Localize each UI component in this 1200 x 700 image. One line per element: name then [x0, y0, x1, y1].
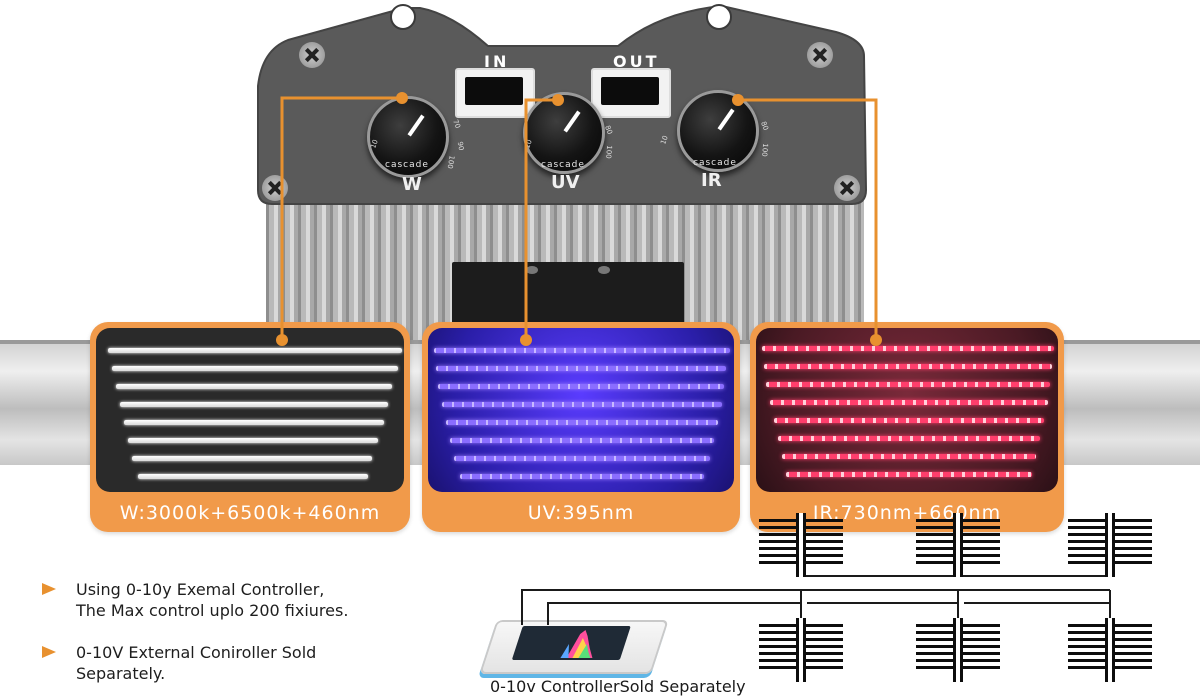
white-light-photo: [96, 328, 404, 492]
controller-screen: [511, 626, 631, 660]
uv-light-photo: [428, 328, 734, 492]
knob-sub-label: cascade: [541, 160, 585, 170]
note-sold-separately: 0-10V External Coniroller Sold Separatel…: [76, 643, 317, 683]
panel-caption-white: W:3000k+6500k+460nm: [119, 502, 381, 524]
screw-icon: [807, 42, 833, 68]
panel-white: W:3000k+6500k+460nm: [90, 322, 410, 532]
mounting-hole: [706, 4, 732, 30]
grow-light-fixture-icon: [1068, 618, 1152, 682]
note-max-fixtures: Using 0-10y Exemal Controller, The Max c…: [76, 580, 349, 620]
external-controller-device: [479, 620, 669, 674]
knob-sub-label: cascade: [693, 158, 737, 168]
ir-light-photo: [756, 328, 1058, 492]
arrow-right-icon: [42, 646, 56, 658]
knob-label-uv: UV: [551, 172, 580, 193]
grow-light-fixture-icon: [916, 618, 1000, 682]
grow-light-fixture-icon: [1068, 513, 1152, 577]
port-in-label: IN: [484, 52, 510, 71]
controller-caption: 0-10v ControllerSold Separately: [490, 677, 746, 696]
bracket-hole: [598, 266, 610, 274]
grow-light-fixture-icon: [759, 513, 843, 577]
panel-caption-uv: UV:395nm: [527, 502, 635, 524]
mounting-hole: [390, 4, 416, 30]
knob-sub-label: cascade: [385, 160, 429, 170]
panel-uv: UV:395nm: [422, 322, 740, 532]
knob-label-ir: IR: [701, 170, 722, 191]
port-out-label: OUT: [613, 52, 660, 71]
screw-icon: [299, 42, 325, 68]
rj45-port-icon[interactable]: [591, 68, 671, 118]
grow-light-fixture-icon: [759, 618, 843, 682]
panel-ir: IR:730nm+660nm: [750, 322, 1064, 532]
grow-light-fixture-icon: [916, 513, 1000, 577]
rj45-port-icon[interactable]: [455, 68, 535, 118]
knob-label-w: W: [402, 174, 422, 195]
arrow-right-icon: [42, 583, 56, 595]
